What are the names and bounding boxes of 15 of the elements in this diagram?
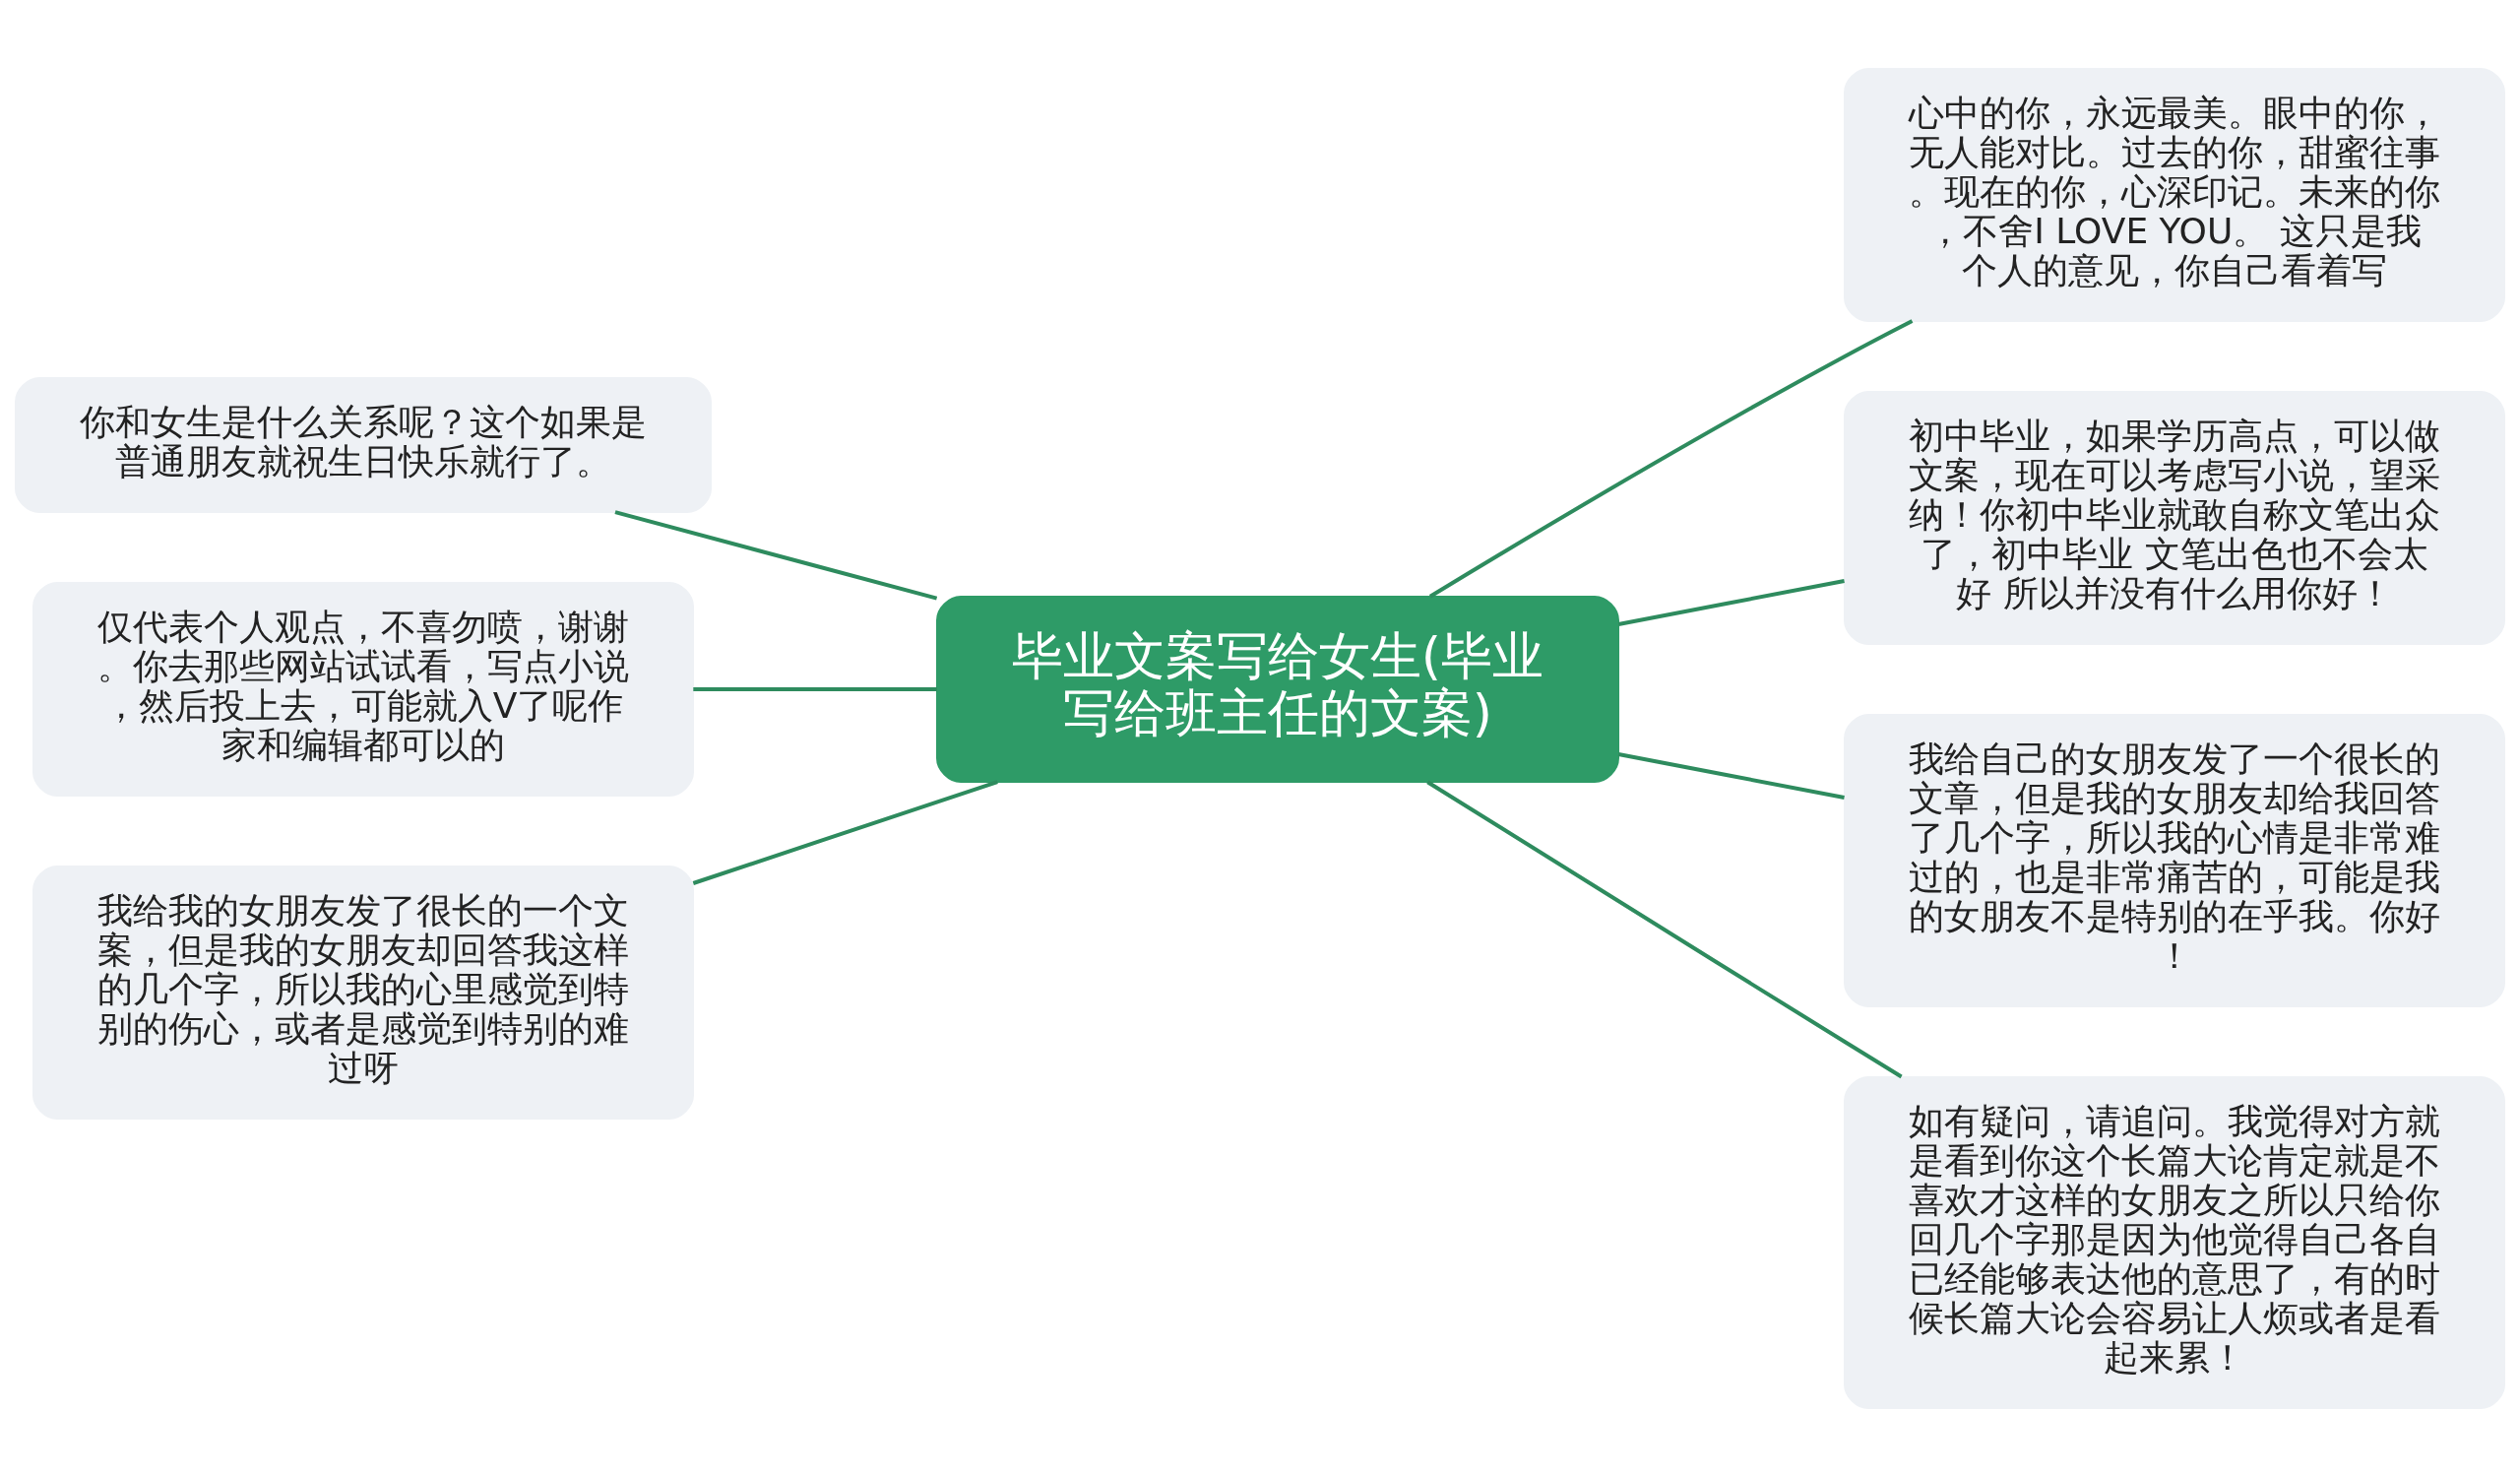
node-box: 初中毕业，如果学历高点，可以做文案，现在可以考虑写小说，望采纳！你初中毕业就敢自称文笔出众了，初中毕业 文笔出色也不会太好 所以并没有什么用你好！ xyxy=(1844,390,2505,645)
connector xyxy=(1428,318,1914,598)
connector xyxy=(1617,751,1845,800)
connector xyxy=(1426,780,1903,1078)
node-box: 心中的你，永远最美。眼中的你，无人能对比。过去的你，甜蜜往事。现在的你，心深印记。未来的你，不舍I LOVE YOU。 这只是我个人的意见，你自己看着写 xyxy=(1844,67,2505,322)
node-box: 我给我的女朋友发了很长的一个文案，但是我的女朋友却回答我这样的几个字，所以我的心里感觉到特别的伤心，或者是感觉到特别的难过呀 xyxy=(32,865,694,1120)
connector xyxy=(614,509,938,601)
node-box: 仅代表个人观点，不喜勿喷，谢谢。你去那些网站试试看，写点小说，然后投上去，可能就入V了呢作家和编辑都可以的 xyxy=(32,581,694,797)
connector xyxy=(692,779,998,885)
connector xyxy=(1617,578,1845,626)
connector xyxy=(693,686,937,691)
node-box: 毕业文案写给女生(毕业写给班主任的文案) xyxy=(936,595,1619,783)
node-box: 我给自己的女朋友发了一个很长的文章，但是我的女朋友却给我回答了几个字，所以我的心情是非常难过的，也是非常痛苦的，可能是我的女朋友不是特别的在乎我。你好！ xyxy=(1844,713,2505,1007)
node-box: 你和女生是什么关系呢？这个如果是普通朋友就祝生日快乐就行了。 xyxy=(15,376,712,513)
node-box: 如有疑问，请追问。我觉得对方就是看到你这个长篇大论肯定就是不喜欢才这样的女朋友之所以只给你回几个字那是因为他觉得自己各自已经能够表达他的意思了，有的时候长篇大论会容易让人烦或者是看起来累！ xyxy=(1844,1075,2505,1409)
